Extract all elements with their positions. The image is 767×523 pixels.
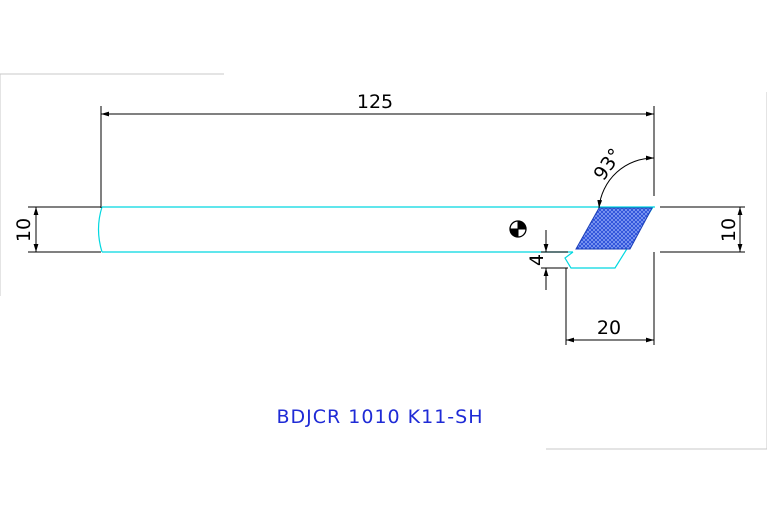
- dim-head-length: [565, 252, 655, 345]
- dim-angle: [597, 155, 655, 209]
- dim-angle-label: 93°: [589, 144, 626, 184]
- dim-left-height-label: 10: [13, 218, 35, 242]
- dim-head-length-label: 20: [597, 317, 621, 339]
- frame-lines: [0, 73, 767, 450]
- dim-offset: [541, 230, 568, 290]
- dim-overall-length: [100, 106, 655, 208]
- dim-offset-label: 4: [526, 254, 548, 266]
- dim-left-height: [28, 206, 101, 253]
- tool-outline: [97, 206, 655, 269]
- dim-right-height: [660, 206, 745, 253]
- cutting-insert: [575, 207, 653, 250]
- model-code: BDJCR 1010 K11-SH: [276, 406, 483, 428]
- dim-overall-length-label: 125: [357, 91, 393, 113]
- center-mark-icon: [509, 220, 527, 238]
- dim-right-height-label: 10: [718, 218, 740, 242]
